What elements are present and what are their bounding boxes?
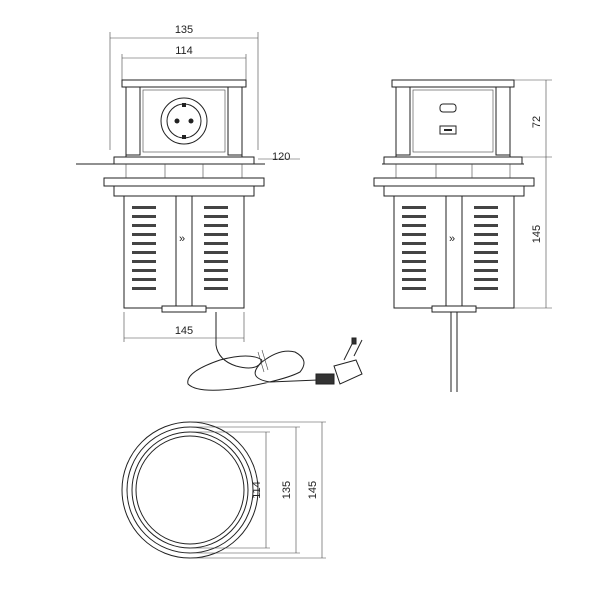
vent-slot bbox=[204, 224, 228, 227]
vent-slot bbox=[204, 233, 228, 236]
vent-slot bbox=[402, 242, 426, 245]
vent-slot bbox=[402, 287, 426, 290]
svg-text:»: » bbox=[179, 233, 185, 245]
vent-slot bbox=[132, 269, 156, 272]
vent-slot bbox=[474, 251, 498, 254]
vent-slot bbox=[402, 224, 426, 227]
vent-slot bbox=[204, 278, 228, 281]
vent-slot bbox=[132, 260, 156, 263]
vent-slot bbox=[132, 206, 156, 209]
vent-slot bbox=[474, 269, 498, 272]
vent-slot bbox=[132, 287, 156, 290]
vent-slot bbox=[402, 206, 426, 209]
vent-slot bbox=[204, 287, 228, 290]
dim-plan-inner: 114 bbox=[251, 481, 263, 499]
vent-slot bbox=[402, 260, 426, 263]
dim-front-body-width: 145 bbox=[175, 325, 193, 337]
dim-front-table: 120 bbox=[272, 151, 290, 163]
vent-slot bbox=[204, 206, 228, 209]
side-vent-slots bbox=[402, 206, 498, 290]
double-chevron-icon: » bbox=[449, 233, 455, 245]
vent-slot bbox=[402, 233, 426, 236]
dim-front-top-inner: 114 bbox=[175, 45, 193, 57]
vent-slot bbox=[474, 260, 498, 263]
dim-side-top-height: 72 bbox=[531, 116, 543, 128]
vent-slot bbox=[204, 242, 228, 245]
side-view: 72 » 145 bbox=[373, 79, 552, 392]
vent-slot bbox=[132, 233, 156, 236]
plan-view: 114 135 145 bbox=[121, 421, 326, 559]
vent-slot bbox=[474, 278, 498, 281]
vent-slot bbox=[402, 269, 426, 272]
dim-plan-outer: 145 bbox=[307, 481, 319, 499]
vent-slot bbox=[204, 215, 228, 218]
vent-slot bbox=[474, 206, 498, 209]
vent-slot bbox=[402, 215, 426, 218]
vent-slot bbox=[204, 251, 228, 254]
vent-slot bbox=[204, 260, 228, 263]
vent-slot bbox=[132, 215, 156, 218]
vent-slot bbox=[474, 224, 498, 227]
vent-slot bbox=[474, 242, 498, 245]
vent-slot bbox=[402, 251, 426, 254]
vent-slot bbox=[132, 242, 156, 245]
front-vent-slots bbox=[132, 206, 228, 290]
dim-side-body-height: 145 bbox=[531, 225, 543, 243]
vent-slot bbox=[474, 233, 498, 236]
vent-slot bbox=[474, 287, 498, 290]
front-view: 135 114 120 bbox=[76, 24, 363, 391]
schuko-socket-icon bbox=[160, 97, 208, 145]
vent-slot bbox=[474, 215, 498, 218]
vent-slot bbox=[132, 278, 156, 281]
power-plug-icon bbox=[315, 337, 363, 385]
usb-port-icon bbox=[439, 103, 457, 135]
vent-slot bbox=[204, 269, 228, 272]
dim-plan-mid: 135 bbox=[281, 481, 293, 499]
vent-slot bbox=[132, 224, 156, 227]
vent-slot bbox=[402, 278, 426, 281]
dim-front-top-outer: 135 bbox=[175, 24, 193, 36]
vent-slot bbox=[132, 251, 156, 254]
double-chevron-icon: » bbox=[179, 233, 185, 245]
